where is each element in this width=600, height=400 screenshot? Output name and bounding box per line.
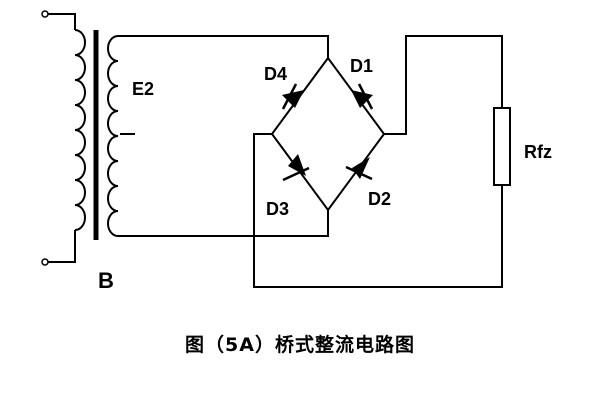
load-resistor	[493, 107, 511, 186]
diode-d3	[282, 154, 310, 182]
input-terminal-top	[41, 10, 49, 18]
diode-d4	[281, 83, 304, 110]
label-d3: D3	[266, 199, 289, 219]
label-d2: D2	[368, 189, 391, 209]
diode-d2	[345, 157, 373, 181]
label-rfz: Rfz	[524, 142, 552, 162]
label-b: B	[98, 268, 114, 293]
primary-winding	[41, 10, 86, 266]
label-d4: D4	[264, 64, 287, 84]
bridge	[270, 56, 386, 212]
output-circuit	[253, 35, 511, 288]
label-e2: E2	[132, 79, 154, 99]
diode-d1	[351, 83, 374, 110]
input-terminal-bottom	[41, 258, 49, 266]
secondary-winding	[107, 35, 329, 237]
diagram-caption: 图（5A）桥式整流电路图	[185, 334, 415, 356]
label-d1: D1	[350, 56, 373, 76]
